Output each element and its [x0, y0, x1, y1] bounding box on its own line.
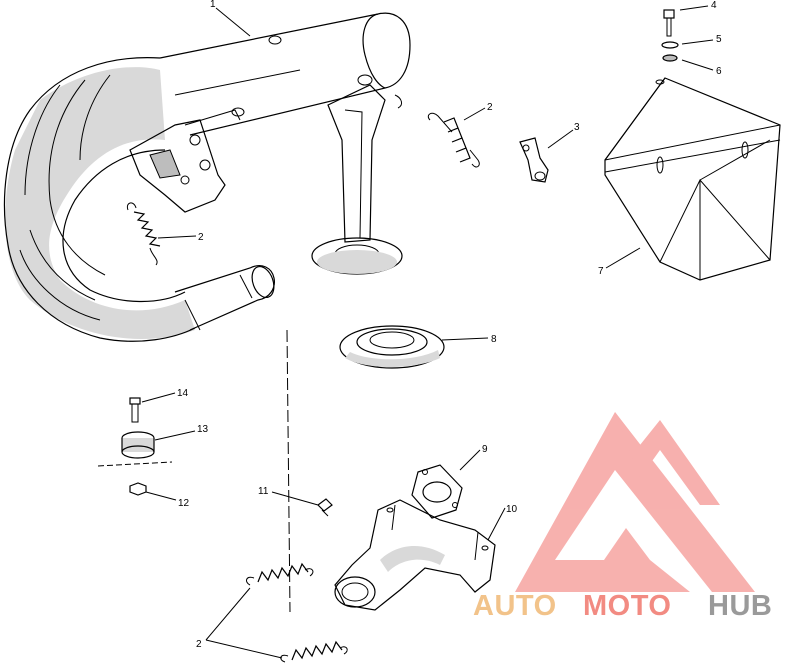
- heat-shield: [604, 77, 781, 281]
- spring-bottom-b: [280, 640, 348, 663]
- leader-lines: [141, 5, 714, 659]
- callout-labels: 1 2 2 2 3 4 5 6 7 8 9 10 11 12 13 14: [177, 0, 722, 650]
- bolt-washer-stack: [661, 9, 679, 62]
- grommet-seal: [339, 325, 445, 369]
- callout-8: 8: [491, 334, 497, 345]
- callout-7: 7: [598, 266, 604, 277]
- callout-10: 10: [506, 504, 518, 515]
- watermark-logo: [515, 412, 755, 592]
- exhaust-manifold: [334, 499, 496, 611]
- exhaust-gasket: [411, 464, 463, 519]
- rubber-mount-assembly: [97, 397, 173, 496]
- callout-1: 1: [210, 0, 216, 10]
- watermark-moto: MOTO: [583, 590, 671, 622]
- assembly-line: [286, 329, 291, 613]
- callout-3: 3: [574, 122, 580, 133]
- callout-12: 12: [178, 498, 190, 509]
- watermark-hub: HUB: [708, 590, 772, 622]
- watermark-auto: AUTO: [473, 590, 557, 622]
- clamp-bracket: [519, 137, 549, 183]
- callout-2-bottom: 2: [196, 639, 202, 650]
- callout-5: 5: [716, 34, 722, 45]
- callout-14: 14: [177, 388, 189, 399]
- callout-2-left: 2: [198, 232, 204, 243]
- muffler-expansion-chamber: [3, 12, 411, 342]
- callout-2-top: 2: [487, 102, 493, 113]
- callout-11: 11: [258, 486, 269, 497]
- callout-13: 13: [197, 424, 209, 435]
- callout-9: 9: [482, 444, 488, 455]
- spring-left: [126, 202, 161, 266]
- watermark-wordmark: AUTO MOTO HUB: [473, 590, 772, 622]
- callout-4: 4: [711, 0, 717, 11]
- callout-6: 6: [716, 66, 722, 77]
- spring-top: [427, 112, 480, 168]
- small-fitting: [317, 498, 333, 517]
- spring-bottom-a: [246, 562, 314, 586]
